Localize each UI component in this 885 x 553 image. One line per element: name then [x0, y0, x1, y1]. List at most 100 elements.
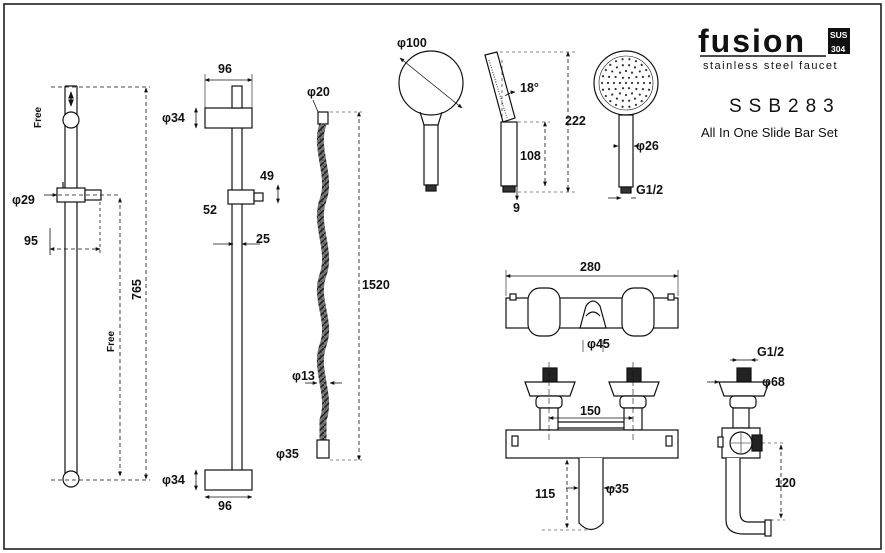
dim-side-thread: G1/2: [757, 345, 784, 359]
nozzle-dot: [636, 81, 640, 85]
dim-bottom-diameter: φ34: [162, 473, 185, 487]
nozzle-dot: [615, 97, 619, 100]
dim-handle-108: 108: [520, 149, 541, 163]
dim-escutcheon: φ68: [762, 375, 785, 389]
dim-hose-length: 1520: [362, 278, 390, 292]
nozzle-dot: [635, 87, 638, 91]
dim-grip-diameter: φ26: [636, 139, 659, 153]
dim-angle: 18°: [520, 81, 539, 95]
nozzle-dot: [624, 93, 628, 97]
dim-hose-top: φ20: [307, 85, 330, 99]
nozzle-dot: [635, 75, 638, 79]
nozzle-dot: [614, 103, 618, 106]
spray-nozzles: [600, 58, 652, 108]
dim-top-width: 96: [218, 62, 232, 76]
free-label-side: Free: [106, 330, 117, 352]
nozzle-dot: [647, 75, 651, 78]
dim-spout-height: 115: [535, 487, 555, 501]
nozzle-dot: [640, 63, 643, 66]
product-description: All In One Slide Bar Set: [701, 125, 838, 140]
nozzle-dot: [609, 100, 612, 103]
nozzle-dot: [645, 68, 648, 72]
drawing-frame: [3, 3, 882, 550]
nozzle-dot: [609, 63, 612, 66]
nozzle-dot: [633, 66, 637, 69]
nozzle-dot: [638, 93, 641, 96]
nozzle-dot: [627, 76, 631, 79]
dim-shower-thread: G1/2: [636, 183, 663, 197]
dim-hose-mid: φ13: [292, 369, 315, 383]
dim-offset-9: 9: [513, 201, 520, 215]
nozzle-dot: [634, 103, 638, 106]
nozzle-dot: [630, 81, 634, 85]
nozzle-dot: [645, 94, 648, 98]
nozzle-dot: [611, 70, 614, 73]
nozzle-dot: [624, 81, 628, 85]
nozzle-dot: [618, 92, 622, 95]
nozzle-dot: [600, 81, 604, 85]
dim-depth: 120: [775, 476, 796, 490]
nozzle-dot: [621, 76, 625, 79]
nozzle-dot: [611, 93, 614, 96]
nozzle-dot: [621, 87, 625, 90]
nozzle-dot: [618, 81, 622, 85]
nozzle-dot: [615, 66, 619, 69]
nozzle-dot: [612, 81, 616, 85]
slide-bar-front: [51, 85, 150, 488]
brand-block: fusion SUS 304 stainless steel faucet SS…: [698, 23, 850, 140]
nozzle-dot: [630, 71, 634, 74]
nozzle-dot: [607, 88, 611, 91]
nozzle-dot: [642, 81, 646, 85]
nozzle-dot: [630, 92, 634, 95]
nozzle-dot: [618, 71, 622, 74]
brand-tagline: stainless steel faucet: [703, 60, 838, 72]
dim-bottom-width: 96: [218, 499, 232, 513]
hand-shower-side: [484, 51, 518, 193]
nozzle-dot: [614, 75, 617, 79]
hose: [316, 111, 330, 459]
nozzle-dot: [614, 87, 617, 91]
dim-52: 52: [203, 203, 217, 217]
nozzle-dot: [604, 68, 607, 72]
badge-bottom: 304: [831, 44, 845, 54]
dim-hose-bottom: φ35: [276, 447, 299, 461]
dim-centers: 150: [580, 404, 601, 418]
nozzle-dot: [607, 75, 611, 78]
nozzle-dot: [601, 75, 605, 78]
dim-top-diameter: φ34: [162, 111, 185, 125]
brand-logo: fusion: [698, 23, 806, 59]
nozzle-dot: [640, 100, 643, 103]
mixer-front-view: [505, 362, 679, 531]
dim-height-222: 222: [565, 114, 586, 128]
nozzle-dot: [628, 99, 631, 102]
badge-top: SUS: [830, 30, 848, 40]
dim-spout-diameter: φ35: [606, 482, 629, 496]
nozzle-dot: [647, 88, 651, 91]
nozzle-dot: [604, 94, 607, 98]
nozzle-dot: [621, 105, 624, 108]
slide-bar-side: [204, 85, 264, 491]
nozzle-dot: [638, 70, 641, 73]
dim-knob-diameter: φ45: [587, 337, 610, 351]
nozzle-dot: [648, 81, 652, 85]
nozzle-dot: [624, 69, 628, 73]
dim-95: 95: [24, 234, 38, 248]
free-label-top: Free: [33, 106, 44, 128]
mixer-top-view: [505, 287, 679, 337]
dim-mixer-width: 280: [580, 260, 601, 274]
nozzle-dot: [621, 58, 624, 61]
nozzle-dot: [606, 81, 610, 85]
nozzle-dot: [628, 64, 631, 67]
nozzle-dot: [614, 60, 618, 63]
nozzle-dot: [621, 99, 624, 102]
nozzle-dot: [627, 87, 631, 90]
dim-765: 765: [130, 279, 144, 300]
hand-shower-front: [398, 50, 464, 192]
nozzle-dot: [641, 75, 645, 78]
nozzle-dot: [633, 97, 637, 100]
model-number: SSB283: [729, 96, 841, 117]
sus-badge: [828, 28, 850, 54]
nozzle-dot: [641, 88, 645, 91]
dim-bracket-diameter: φ29: [12, 193, 35, 207]
